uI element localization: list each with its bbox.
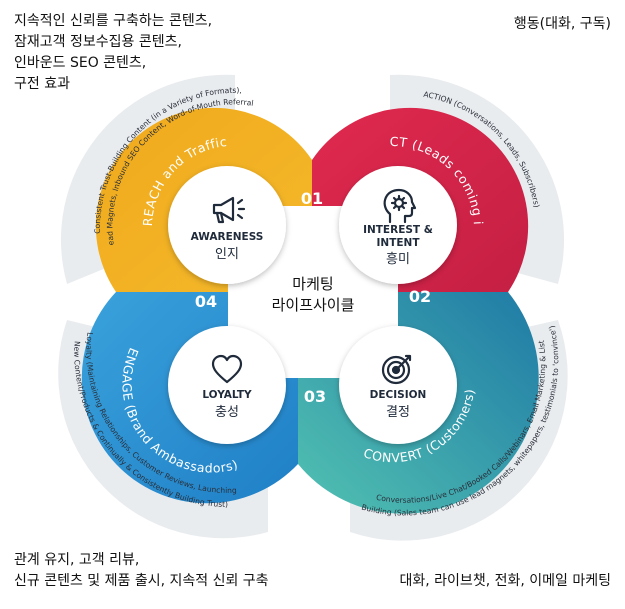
- target-icon: [381, 354, 412, 385]
- center-title-line2: 라이프사이클: [272, 296, 355, 314]
- stage-korean-awareness: 인지: [215, 247, 239, 262]
- stage-number-04: 04: [195, 292, 217, 311]
- note-line: 인바운드 SEO 콘텐츠,: [14, 55, 147, 71]
- stage-number-03: 03: [304, 387, 326, 406]
- stage-title-awareness: AWARENESS: [191, 231, 264, 243]
- note-top-right: 행동(대화, 구독): [514, 14, 611, 35]
- note-line: 행동(대화, 구독): [513, 16, 611, 32]
- note-top-left: 지속적인 신뢰를 구축하는 콘텐츠, 잠재고객 정보수집용 콘텐츠, 인바운드 …: [14, 11, 212, 95]
- stage-circle-loyalty: [168, 326, 286, 444]
- note-line: 구전 효과: [14, 76, 70, 92]
- stage-title-decision: DECISION: [370, 389, 427, 401]
- head-gear-icon: [383, 188, 417, 224]
- stage-number-01: 01: [301, 189, 323, 208]
- stage-title-loyalty: LOYALTY: [202, 389, 252, 401]
- note-line: 관계 유지, 고객 리뷰,: [14, 552, 140, 568]
- note-line: 지속적인 신뢰를 구축하는 콘텐츠,: [14, 13, 213, 29]
- stage-title-interest-1: INTEREST &: [363, 224, 433, 236]
- stage-circle-awareness: [168, 166, 286, 284]
- stage-number-02: 02: [409, 287, 431, 306]
- stage-circle-interest: [339, 166, 457, 284]
- stage-circle-decision: [339, 326, 457, 444]
- note-line: 잠재고객 정보수집용 콘텐츠,: [14, 34, 182, 50]
- note-bottom-right: 대화, 라이브챗, 전화, 이메일 마케팅: [400, 571, 611, 592]
- note-line: 대화, 라이브챗, 전화, 이메일 마케팅: [399, 573, 611, 589]
- note-bottom-left: 관계 유지, 고객 리뷰, 신규 콘텐츠 및 제품 출시, 지속적 신뢰 구축: [14, 550, 269, 592]
- note-line: 신규 콘텐츠 및 제품 출시, 지속적 신뢰 구축: [14, 573, 269, 589]
- stage-korean-loyalty: 충성: [215, 405, 239, 420]
- heart-icon: [211, 354, 243, 384]
- megaphone-icon: [212, 196, 246, 224]
- center-title-line1: 마케팅: [292, 275, 333, 293]
- stage-korean-interest: 흥미: [386, 252, 410, 267]
- stage-title-interest-2: INTENT: [377, 237, 421, 249]
- stage-korean-decision: 결정: [386, 405, 410, 420]
